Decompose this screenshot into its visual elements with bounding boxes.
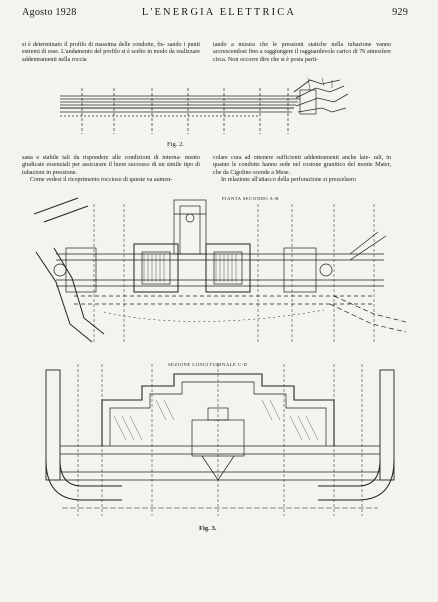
header-date: Agosto 1928 [22, 7, 77, 18]
plan-label: PIANTA SECONDO A-B [222, 196, 279, 201]
figure-3-section-drawing [45, 364, 395, 516]
page-number: 929 [392, 7, 408, 18]
text-column-bottom-left: sana e stabile tali da rispondere alle c… [22, 155, 200, 184]
paragraph: sana e stabile tali da rispondere alle c… [22, 155, 200, 176]
figure-3-caption: Fig. 3. [199, 525, 217, 532]
section-label: SEZIONE LONGITUDINALE C-D [168, 362, 248, 367]
paragraph: tando a misura che le pressioni statiche… [213, 42, 391, 63]
text-column-top-right: tando a misura che le pressioni statiche… [213, 42, 391, 64]
paragraph: In relazione all'attacco della perforazi… [221, 177, 357, 184]
journal-title: L'ENERGIA ELETTRICA [141, 7, 297, 18]
figure-3-plan-drawing [34, 197, 406, 343]
figure-2-drawing [60, 78, 349, 134]
paragraph: si è determinato il profilo di massima d… [22, 42, 200, 63]
text-column-bottom-right: colare cura ad ottenere sufficienti adde… [213, 155, 391, 184]
paragraph: colare cura ad ottenere sufficienti adde… [213, 155, 391, 176]
paragraph: Come vedesi il ricoprimento roccioso di … [30, 177, 173, 184]
figure-2-caption: Fig. 2. [167, 141, 185, 148]
text-column-top-left: si è determinato il profilo di massima d… [22, 42, 200, 64]
